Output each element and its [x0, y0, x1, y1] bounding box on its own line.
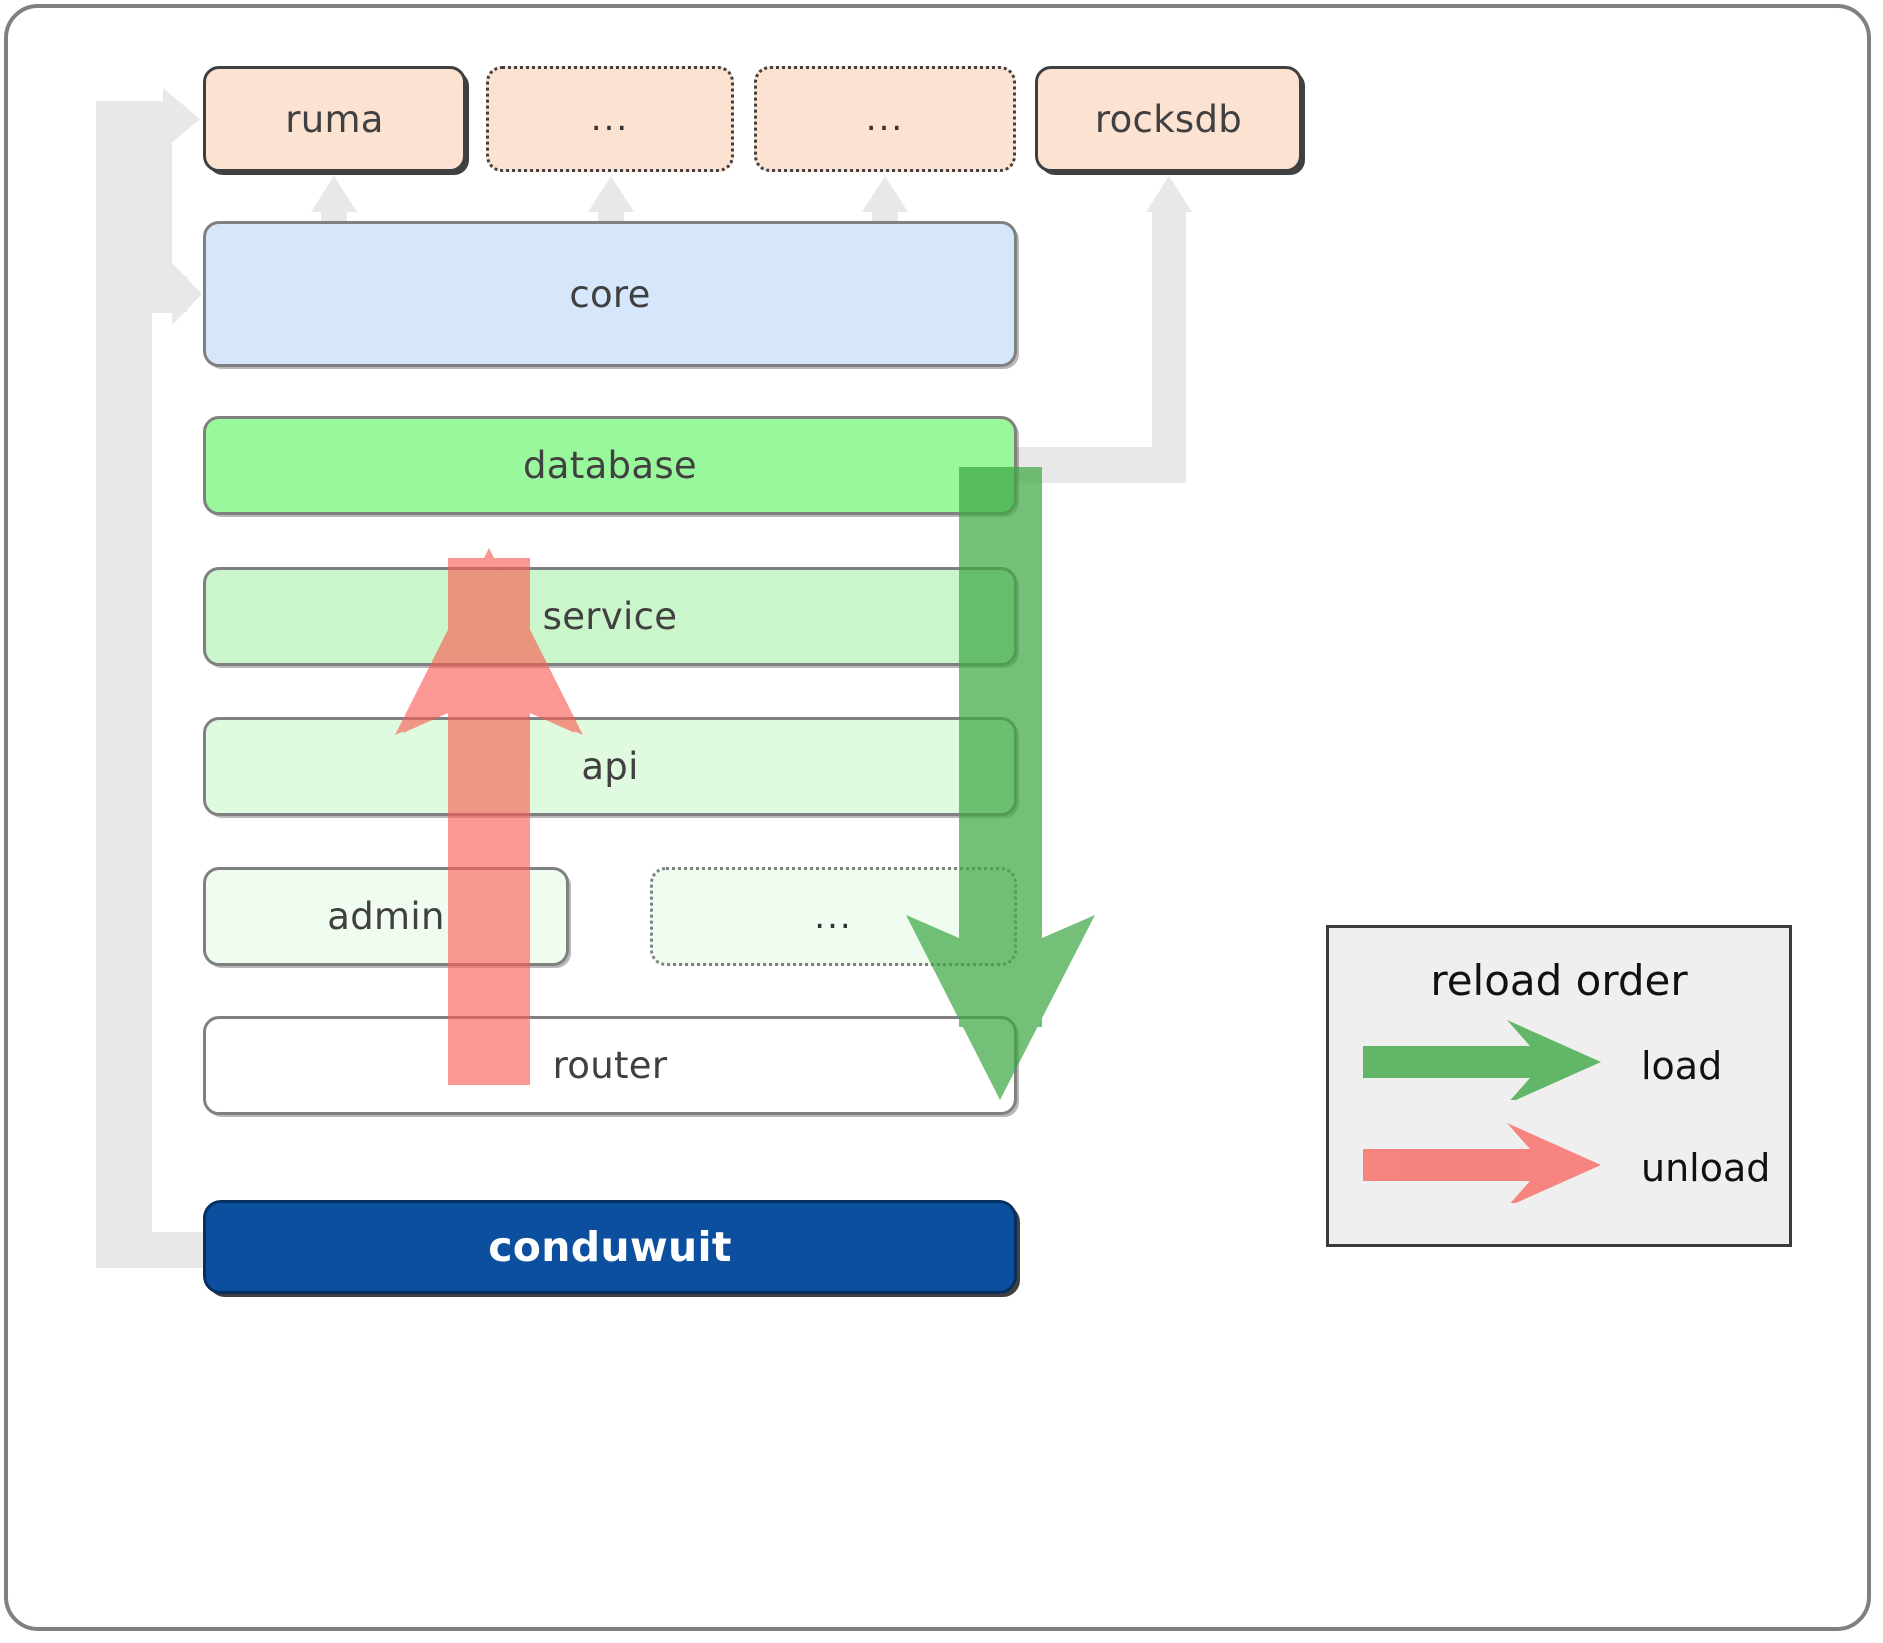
layer-label-admin: admin: [327, 895, 445, 938]
library-box-placeholder-2[interactable]: ...: [754, 66, 1016, 172]
library-box-ruma[interactable]: ruma: [203, 66, 466, 172]
brand-label-conduwuit: conduwuit: [488, 1223, 732, 1271]
legend-load-arrow-icon: [1363, 1020, 1601, 1100]
layer-box-core[interactable]: core: [203, 221, 1017, 367]
layer-box-database[interactable]: database: [203, 416, 1017, 515]
library-label-ruma: ruma: [285, 97, 384, 141]
layer-label-api: api: [581, 745, 639, 788]
layer-label-router: router: [552, 1044, 668, 1087]
library-box-rocksdb[interactable]: rocksdb: [1035, 66, 1302, 172]
legend-title: reload order: [1430, 956, 1688, 1005]
layer-label-extra: ...: [814, 896, 853, 937]
layer-label-database: database: [523, 444, 697, 487]
legend-label-load: load: [1641, 1044, 1723, 1088]
layer-box-service[interactable]: service: [203, 567, 1017, 666]
layer-box-api[interactable]: api: [203, 717, 1017, 816]
layer-box-admin[interactable]: admin: [203, 867, 569, 966]
layer-box-extra[interactable]: ...: [650, 867, 1017, 966]
library-label-placeholder-1: ...: [590, 99, 630, 139]
brand-box-conduwuit[interactable]: conduwuit: [203, 1200, 1017, 1294]
layer-label-service: service: [542, 595, 678, 638]
library-box-placeholder-1[interactable]: ...: [486, 66, 734, 172]
layer-box-router[interactable]: router: [203, 1016, 1017, 1115]
library-label-rocksdb: rocksdb: [1094, 97, 1243, 141]
legend-label-unload: unload: [1641, 1146, 1771, 1190]
legend-panel: reload order load unload: [1326, 925, 1792, 1247]
layer-label-core: core: [569, 272, 651, 316]
library-label-placeholder-2: ...: [865, 99, 905, 139]
legend-unload-arrow-icon: [1363, 1123, 1601, 1203]
